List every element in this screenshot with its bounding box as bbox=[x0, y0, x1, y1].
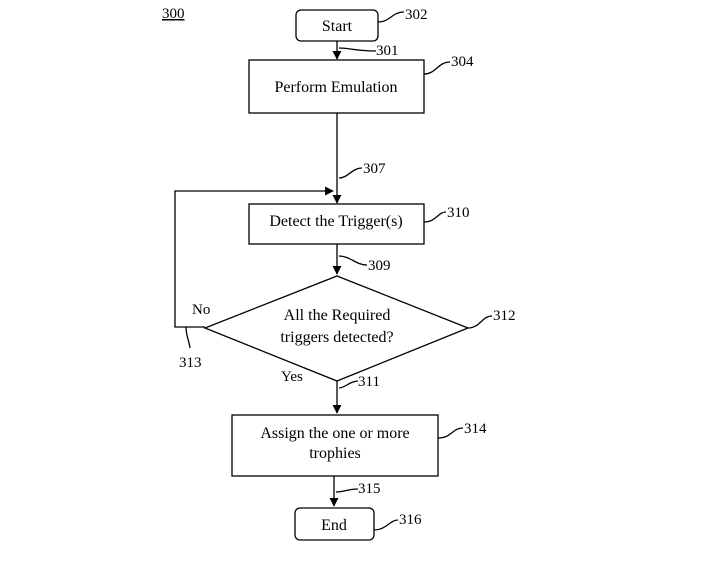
branch-no-label: No bbox=[192, 302, 210, 318]
assign-trophies-box bbox=[231, 414, 439, 477]
arrow-no-loop bbox=[174, 186, 334, 328]
ref-310: 310 bbox=[447, 205, 470, 221]
decision-line2: triggers detected? bbox=[280, 329, 393, 346]
ref-leader-314 bbox=[437, 427, 464, 439]
ref-302: 302 bbox=[405, 7, 428, 23]
ref-leader-313 bbox=[185, 326, 191, 349]
ref-312: 312 bbox=[493, 308, 516, 324]
ref-leader-307 bbox=[338, 167, 363, 179]
detect-trigger-box bbox=[248, 203, 425, 245]
ref-315: 315 bbox=[358, 481, 381, 497]
ref-leader-310 bbox=[423, 211, 447, 223]
ref-leader-304 bbox=[423, 61, 451, 75]
ref-314: 314 bbox=[464, 421, 487, 437]
detect-trigger-label: Detect the Trigger(s) bbox=[269, 213, 402, 230]
perform-emulation-label: Perform Emulation bbox=[274, 79, 397, 96]
ref-leader-312 bbox=[467, 315, 493, 329]
ref-leader-311 bbox=[338, 380, 359, 389]
ref-301: 301 bbox=[376, 43, 399, 59]
ref-316: 316 bbox=[399, 512, 422, 528]
ref-304: 304 bbox=[451, 54, 474, 70]
ref-leader-302 bbox=[377, 11, 405, 23]
branch-yes-label: Yes bbox=[281, 369, 303, 385]
ref-309: 309 bbox=[368, 258, 391, 274]
ref-311: 311 bbox=[358, 374, 380, 390]
end-label: End bbox=[321, 517, 347, 534]
decision-line1: All the Required bbox=[284, 307, 391, 324]
ref-313: 313 bbox=[179, 355, 202, 371]
ref-leader-309 bbox=[338, 255, 368, 266]
assign-line1: Assign the one or more bbox=[260, 425, 409, 442]
ref-leader-315 bbox=[335, 488, 359, 493]
start-label: Start bbox=[322, 18, 353, 35]
figure-number: 300 bbox=[162, 6, 185, 22]
end-terminal bbox=[294, 507, 375, 541]
ref-leader-301 bbox=[338, 47, 377, 52]
ref-leader-316 bbox=[373, 519, 399, 531]
ref-307: 307 bbox=[363, 161, 386, 177]
perform-emulation-box bbox=[248, 59, 425, 114]
assign-line2: trophies bbox=[309, 445, 361, 462]
